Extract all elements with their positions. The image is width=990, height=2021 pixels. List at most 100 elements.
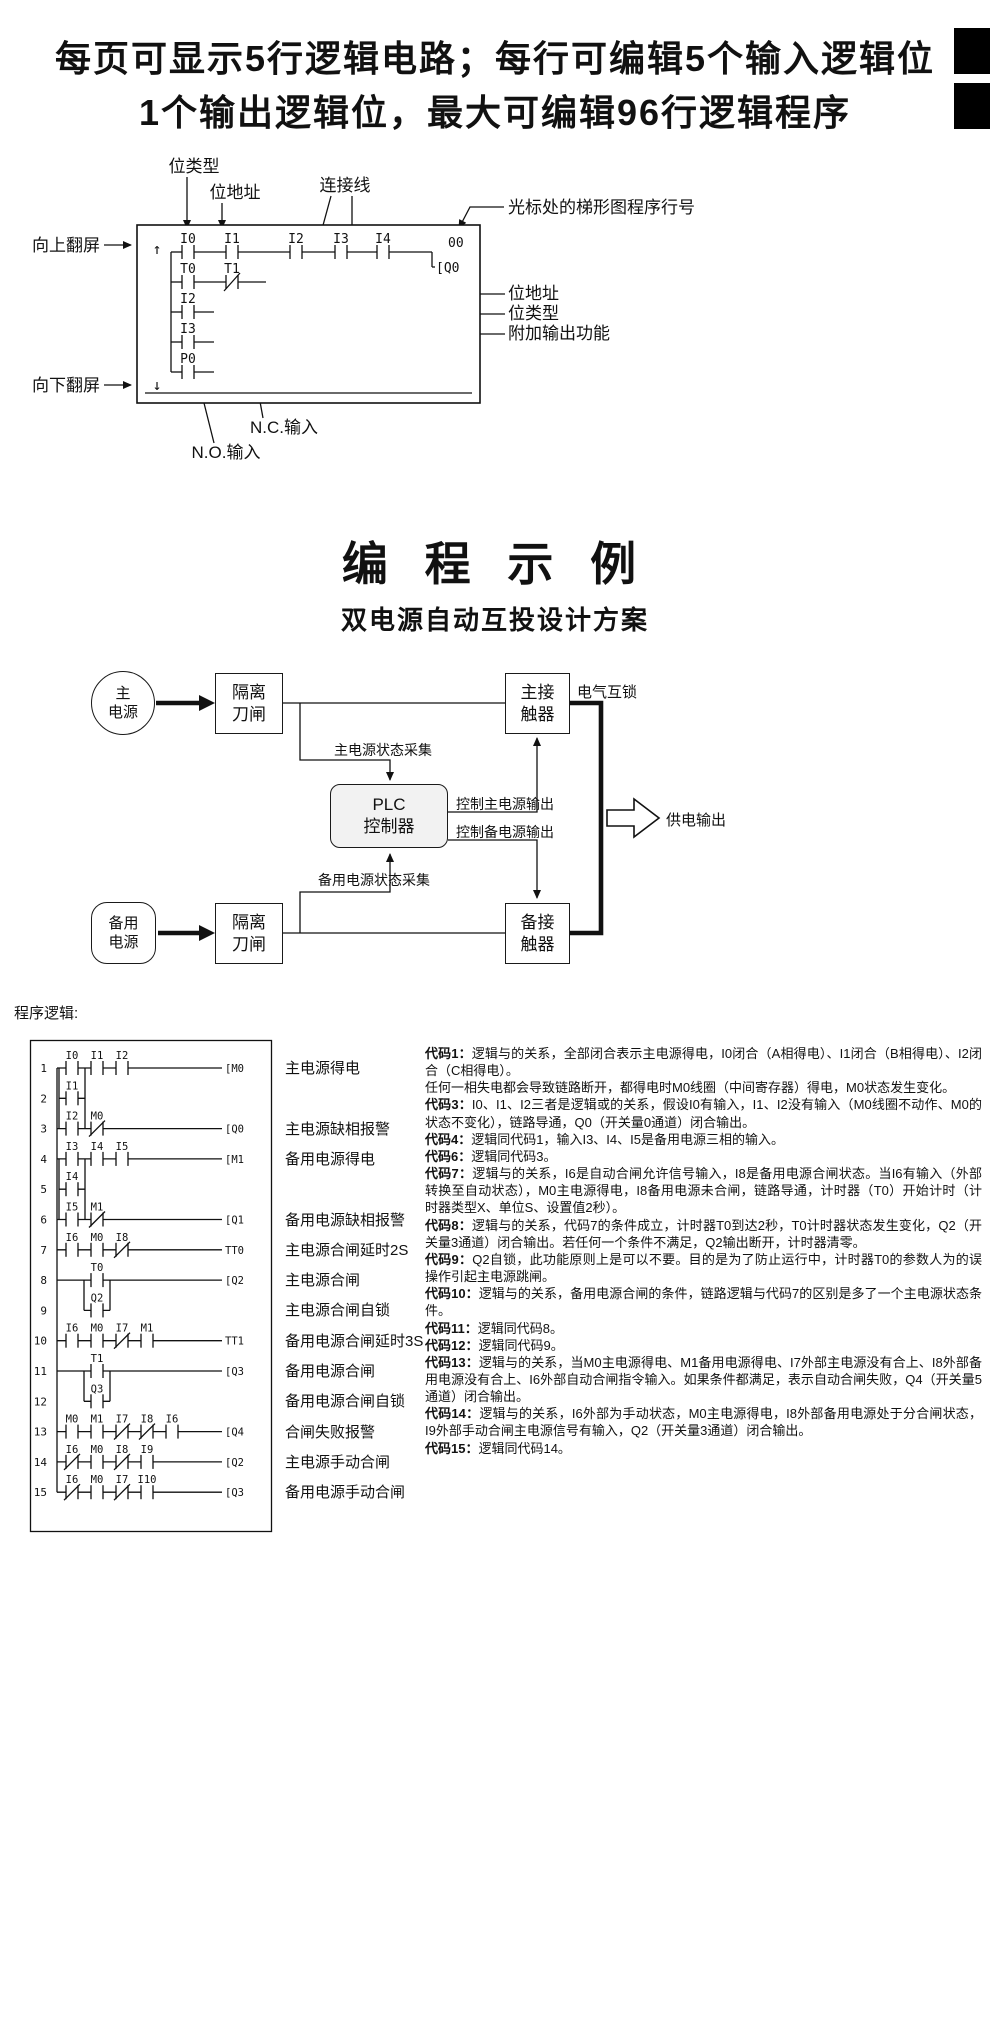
contact-label: I6 bbox=[66, 1232, 79, 1244]
rung-number: 2 bbox=[40, 1092, 47, 1105]
coil-label: [Q2 bbox=[225, 1457, 244, 1469]
output-label: 供电输出 bbox=[666, 812, 727, 829]
contact-label: T0 bbox=[180, 262, 196, 277]
rung-number: 13 bbox=[34, 1426, 47, 1439]
contact-label: I9 bbox=[141, 1444, 154, 1456]
note: 代码14：逻辑与的关系，I6外部为手动状态，M0主电源得电，I8外部备用电源处于… bbox=[425, 1406, 982, 1439]
coil-label: TT1 bbox=[225, 1336, 244, 1348]
contact-label: I8 bbox=[116, 1232, 129, 1244]
flow-arrows bbox=[156, 695, 541, 941]
coil-label: [Q4 bbox=[225, 1427, 244, 1439]
rung-description: 主电源合闸 bbox=[285, 1272, 361, 1290]
contact-label: I7 bbox=[116, 1323, 129, 1335]
isolator-switch-1: 隔离 刀闸 bbox=[215, 673, 283, 734]
contact-label: I5 bbox=[116, 1141, 129, 1153]
ladder-rung-5: 5I4 bbox=[40, 1171, 85, 1197]
header-line-1: 每页可显示5行逻辑电路；每行可编辑5个输入逻辑位 bbox=[54, 38, 936, 79]
header-black-block-2 bbox=[954, 83, 990, 129]
contact-label: I6 bbox=[66, 1474, 79, 1486]
contact-label: T1 bbox=[91, 1353, 104, 1365]
contact-label: I3 bbox=[180, 322, 196, 337]
ctrl-backup-label: 控制备电源输出 bbox=[456, 824, 554, 840]
coil-label: [Q0 bbox=[225, 1124, 244, 1136]
rung-description: 备用电源缺相报警 bbox=[285, 1211, 406, 1229]
output-coil-label: [Q0 bbox=[436, 261, 459, 276]
output-arrow-icon bbox=[606, 797, 661, 839]
note: 代码6：逻辑同代码3。 bbox=[425, 1148, 557, 1164]
main-state-label: 主电源状态采集 bbox=[334, 742, 432, 758]
rung-description: 主电源手动合闸 bbox=[285, 1453, 391, 1471]
extra-output-label: 附加输出功能 bbox=[508, 324, 610, 343]
rung-description: 合闸失败报警 bbox=[285, 1423, 376, 1441]
backup-contactor-node: 备接 触器 bbox=[505, 903, 570, 964]
ladder-rung-4: 4 I3 I4 I5 [M1 bbox=[40, 1141, 244, 1166]
contact-label: I8 bbox=[116, 1444, 129, 1456]
contact-label: Q2 bbox=[91, 1292, 104, 1304]
rung-description-column: 主电源得电主电源缺相报警备用电源得电备用电源缺相报警主电源合闸延时2S 主电源合闸… bbox=[285, 0, 435, 1560]
line-number: 00 bbox=[448, 236, 464, 251]
ctrl-main-label: 控制主电源输出 bbox=[456, 796, 554, 812]
contact-label: I6 bbox=[66, 1323, 79, 1335]
note: 代码9：Q2自锁，此功能原则上是可以不要。目的是为了防止运行中，计时器T0的参数… bbox=[425, 1251, 982, 1285]
contact-label: I3 bbox=[333, 232, 349, 247]
note: 代码13：逻辑与的关系，当M0主电源得电、M1备用电源得电、I7外部主电源没有合… bbox=[425, 1354, 982, 1405]
contact-label: I4 bbox=[66, 1171, 79, 1183]
contact-label: Q3 bbox=[91, 1383, 104, 1395]
contact-label: I3 bbox=[66, 1141, 79, 1153]
rung-description: 主电源合闸延时2S bbox=[285, 1241, 409, 1259]
coil-label: [Q2 bbox=[225, 1275, 244, 1287]
rung-description: 主电源缺相报警 bbox=[285, 1120, 391, 1138]
interlock-label: 电气互锁 bbox=[577, 684, 638, 701]
contact-label: I8 bbox=[141, 1414, 154, 1426]
note: 任何一相失电都会导致链路断开，都得电时M0线圈（中间寄存器）得电，M0状态发生变… bbox=[425, 1080, 956, 1096]
contact-label: M0 bbox=[66, 1414, 79, 1426]
rung-number: 15 bbox=[34, 1486, 47, 1499]
rung-description: 主电源得电 bbox=[285, 1060, 361, 1077]
note: 代码1：逻辑与的关系，全部闭合表示主电源得电，I0闭合（A相得电）、I1闭合（B… bbox=[425, 1046, 982, 1079]
lcd-figure: 位类型 位地址 连接线 光标处的梯形图程序行号 向上翻屏 向下翻屏 位地址 位类… bbox=[32, 157, 695, 462]
contact-label: I4 bbox=[91, 1141, 104, 1153]
contact-label: I4 bbox=[375, 232, 391, 247]
main-contactor-node: 主接 触器 bbox=[505, 673, 570, 734]
block-diagram-lines bbox=[156, 695, 661, 941]
note: 代码3：I0、I1、I2三者是逻辑或的关系，假设I0有输入，I1、I2没有输入（… bbox=[425, 1097, 982, 1130]
coil-label: [M0 bbox=[225, 1063, 244, 1075]
rung-number: 7 bbox=[40, 1244, 47, 1257]
contact-label: M0 bbox=[91, 1111, 104, 1123]
rung-description: 备用电源得电 bbox=[285, 1150, 376, 1168]
rung-description: 备用电源合闸延时3S bbox=[285, 1332, 424, 1350]
coil-label: [Q3 bbox=[225, 1366, 244, 1378]
contact-label: I2 bbox=[116, 1050, 129, 1062]
no-input-label: N.O.输入 bbox=[192, 443, 261, 462]
annotation-labels: 位类型 位地址 连接线 光标处的梯形图程序行号 向上翻屏 向下翻屏 位地址 位类… bbox=[32, 157, 695, 462]
note: 代码11：逻辑同代码8。 bbox=[425, 1320, 563, 1336]
isolator-switch-2: 隔离 刀闸 bbox=[215, 903, 283, 964]
page-down-label: 向下翻屏 bbox=[32, 376, 100, 395]
cursor-row-label: 光标处的梯形图程序行号 bbox=[508, 198, 695, 217]
rung-number: 8 bbox=[40, 1274, 47, 1287]
rung-number: 4 bbox=[40, 1153, 47, 1166]
contact-label: I6 bbox=[66, 1444, 79, 1456]
bit-addr-right-label: 位地址 bbox=[508, 284, 559, 303]
wire-label: 连接线 bbox=[320, 176, 371, 195]
contact-label: I1 bbox=[224, 232, 240, 247]
example-subtitle: 双电源自动互投设计方案 bbox=[340, 605, 649, 635]
coil-label: TT0 bbox=[225, 1245, 244, 1257]
backup-power-node: 备用 电源 bbox=[91, 902, 156, 964]
contact-label: I2 bbox=[180, 292, 196, 307]
scroll-down-icon: ↓ bbox=[152, 376, 161, 394]
coil-label: [M1 bbox=[225, 1154, 244, 1166]
contact-label: M1 bbox=[91, 1414, 104, 1426]
rung-number: 1 bbox=[40, 1062, 47, 1075]
rung-description: 备用电源合闸自锁 bbox=[285, 1393, 406, 1411]
rung-number: 9 bbox=[40, 1304, 47, 1317]
main-power-node: 主 电源 bbox=[91, 671, 155, 735]
